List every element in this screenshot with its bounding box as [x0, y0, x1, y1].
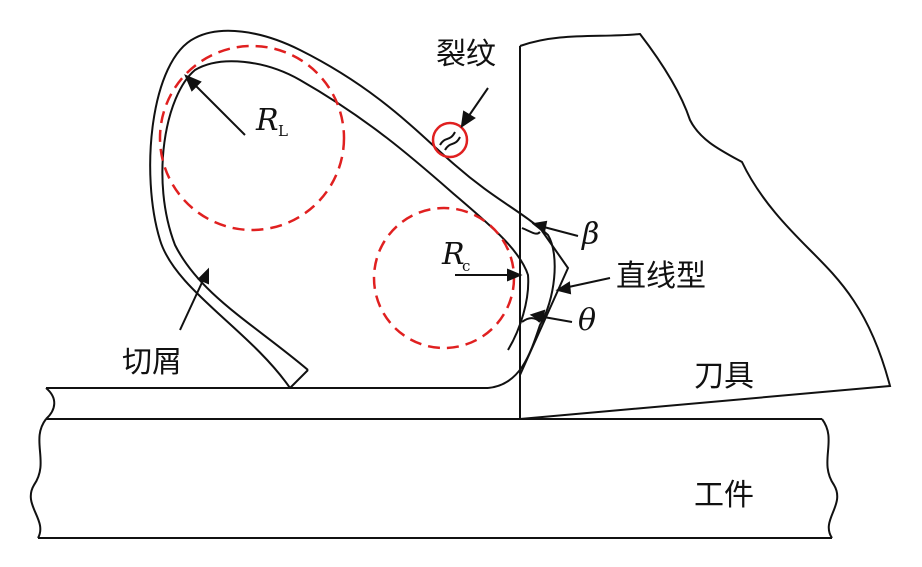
chip [149, 29, 556, 389]
workpiece [29, 418, 839, 539]
straight-contact-zone [519, 210, 570, 378]
straight-type-arrow [563, 277, 611, 289]
rl-symbol: R L [255, 103, 288, 140]
beta-pointer [539, 225, 579, 237]
rc-arrowhead [507, 268, 523, 282]
chip-outer-edge [149, 29, 556, 389]
chip-base-left-wavy [45, 387, 56, 420]
arrows [179, 74, 611, 331]
rc-main-letter: R [441, 237, 465, 272]
chip-label: 切屑 [122, 345, 182, 380]
rc-symbol: R c [441, 237, 470, 275]
rc-subscript: c [462, 257, 470, 275]
straight-type-profile [519, 227, 570, 376]
curvature-circle-rc [372, 206, 516, 350]
rl-radius-arrow [189, 79, 246, 136]
beta-symbol: β [581, 217, 599, 252]
rl-arrowhead [184, 74, 202, 92]
chip-base-layer [45, 387, 488, 420]
curvature-circle-rl [158, 44, 346, 232]
workpiece-label: 工件 [694, 478, 754, 513]
straight-type-label: 直线型 [616, 259, 706, 294]
theta-arc [521, 317, 541, 323]
rl-subscript: L [278, 122, 288, 140]
crack-squiggle-1 [439, 131, 456, 146]
theta-arrowhead [529, 309, 546, 323]
tool-label: 刀具 [694, 359, 754, 394]
straight-type-arrowhead [555, 281, 572, 295]
workpiece-left-wavy-edge [29, 418, 47, 539]
rl-main-letter: R [255, 103, 279, 138]
crack-arrowhead [460, 110, 476, 129]
beta-arrowhead [531, 220, 548, 234]
crack-circle [431, 121, 469, 159]
crack-marker [431, 121, 469, 159]
chip-arrowhead [197, 267, 209, 285]
workpiece-right-wavy-edge [821, 418, 839, 539]
chip-label-arrow [179, 275, 206, 331]
crack-label: 裂纹 [436, 37, 496, 72]
chip-end-cap [289, 369, 309, 389]
theta-symbol: θ [578, 303, 596, 338]
tool-outline [519, 32, 892, 420]
beta-arc [521, 227, 541, 235]
crack-squiggle-2 [444, 136, 461, 151]
